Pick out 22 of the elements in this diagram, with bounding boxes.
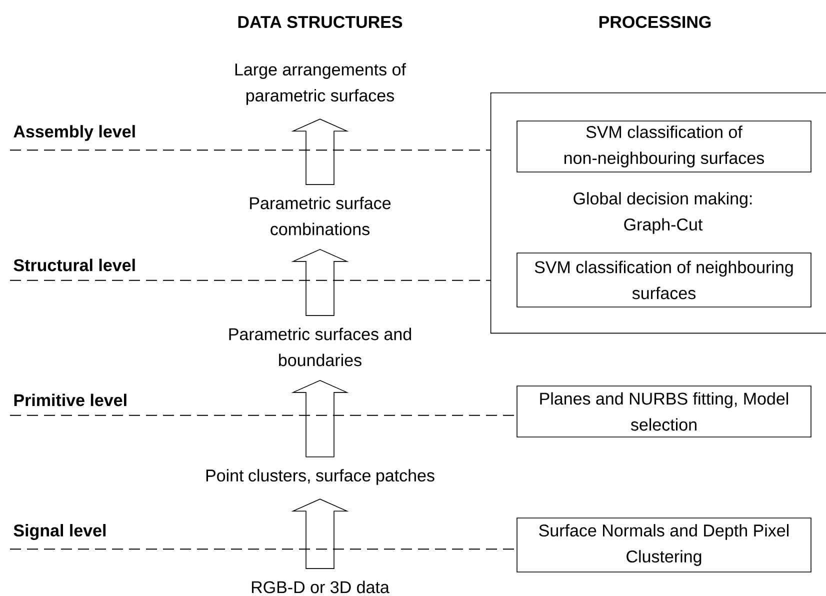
column-heading: DATA STRUCTURES	[238, 16, 402, 28]
process-box: Planes and NURBS fitting, Model selection	[516, 386, 812, 438]
block-arrow	[291, 498, 349, 569]
panel-text: Global decision making: Graph-Cut	[574, 192, 752, 234]
data-label: RGB-D or 3D data	[252, 580, 390, 594]
block-arrow	[291, 249, 349, 316]
level-label: Structural level	[14, 258, 135, 272]
dashed-line	[10, 280, 492, 281]
level-label: Primitive level	[14, 394, 126, 406]
block-arrow	[291, 118, 349, 185]
data-label: Parametric surfaces and boundaries	[229, 328, 411, 366]
process-box: Surface Normals and Depth Pixel Clustering	[516, 518, 812, 572]
column-heading: PROCESSING	[599, 16, 711, 28]
level-label: Assembly level	[14, 125, 135, 141]
data-label: Large arrangements of parametric surfaces	[235, 63, 406, 105]
process-box: SVM classification of non-neighbouring surfaces	[516, 120, 812, 172]
data-label: Point clusters, surface patches	[206, 469, 434, 485]
block-arrow	[291, 380, 349, 458]
dashed-line	[10, 150, 492, 151]
data-label: Parametric surface combinations	[250, 196, 391, 236]
level-label: Signal level	[14, 524, 106, 540]
process-box: SVM classification of neighbouring surfaces	[516, 252, 812, 308]
